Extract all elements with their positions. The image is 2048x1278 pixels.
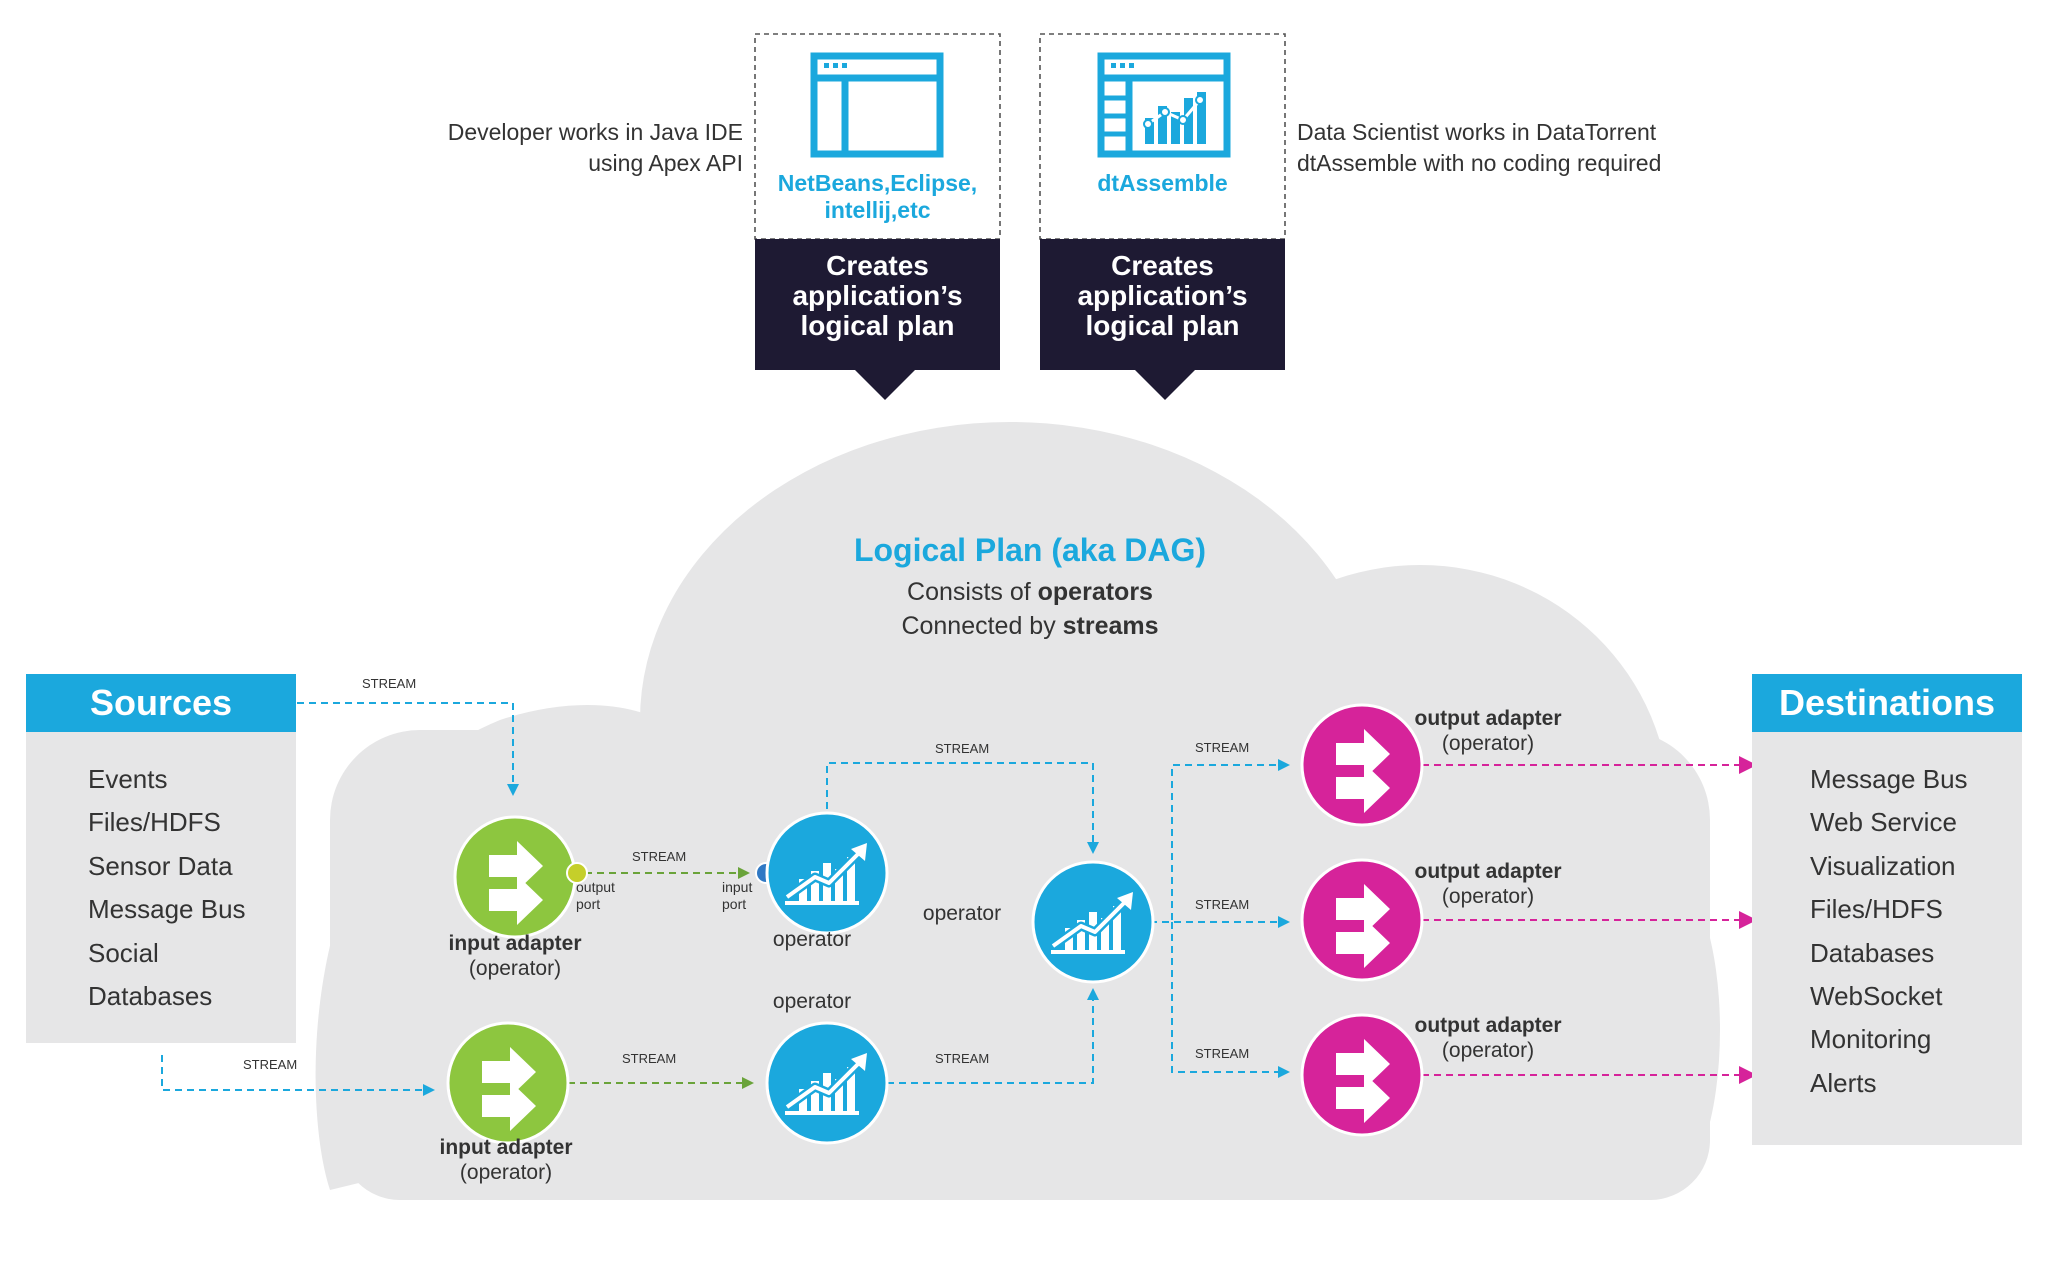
dtassemble-tool-name: dtAssemble	[1040, 170, 1285, 197]
stream-label: STREAM	[622, 1051, 677, 1066]
stream-label: STREAM	[1195, 1046, 1250, 1061]
ide-callout-pointer	[855, 370, 915, 400]
destinations-list-item: Alerts	[1810, 1067, 1877, 1098]
output-adapter-label-3: output adapter (operator)	[1414, 1014, 1562, 1062]
destinations-list-item: Monitoring	[1810, 1024, 1932, 1055]
operator-node-3[interactable]	[1031, 860, 1155, 984]
dtassemble-window-icon	[1097, 52, 1231, 158]
output-port-dot	[566, 862, 588, 884]
output-adapter-label-1: output adapter (operator)	[1414, 707, 1562, 755]
operator-label-2: operator	[772, 990, 852, 1013]
sources-list-item: Databases	[88, 981, 213, 1012]
output-adapter-label-2: output adapter (operator)	[1414, 860, 1562, 908]
stream-label: STREAM	[362, 676, 417, 691]
destinations-list-item: WebSocket	[1810, 981, 1943, 1012]
ide-creates-plan-box: Creates application’s logical plan	[755, 239, 1000, 370]
destinations-list-item: Message Bus	[1810, 764, 1968, 794]
developer-caption-line1: Developer works in Java IDE	[447, 119, 743, 145]
cloud-subtitle-line2: Connected by streams	[901, 612, 1159, 640]
creates-line1: Creates	[1111, 250, 1214, 281]
creates-line2: application’s	[792, 280, 963, 311]
dtassemble-creates-plan-box: Creates application’s logical plan	[1040, 239, 1285, 370]
ide-tool-box	[754, 33, 1001, 240]
sources-list-item: Social	[88, 937, 159, 968]
cloud-subtitle-line1: Consists of operators	[907, 578, 1153, 606]
sources-list-item: Message Bus	[88, 894, 246, 925]
output-port-label: output port	[576, 879, 615, 912]
destinations-list-item: Databases	[1810, 937, 1935, 968]
operator-node-2[interactable]	[765, 1021, 889, 1145]
stream-label: STREAM	[632, 849, 687, 864]
stream-operator3-to-output-1	[1150, 759, 1290, 923]
input-adapter-node-2[interactable]	[446, 1021, 570, 1145]
ide-tool-name-line2: intellij,etc	[824, 197, 931, 223]
scientist-caption-line2: dtAssemble with no coding required	[1297, 150, 1662, 176]
stream-label: STREAM	[935, 1051, 990, 1066]
creates-line3: logical plan	[1085, 310, 1240, 341]
sources-list-item: Sensor Data	[88, 850, 233, 881]
input-port-label: input port	[722, 879, 753, 912]
scientist-caption-line1: Data Scientist works in DataTorrent	[1297, 119, 1657, 145]
ide-window-icon	[810, 52, 944, 158]
destinations-header: Destinations	[1752, 674, 2022, 732]
stream-operator2-to-operator3	[887, 988, 1099, 1084]
input-adapter-node-1[interactable]	[453, 815, 577, 939]
stream-label: STREAM	[243, 1057, 298, 1072]
stream-label: STREAM	[1195, 897, 1250, 912]
input-adapter-label-1: input adapter (operator)	[448, 932, 582, 980]
ide-tool-name: NetBeans,Eclipse, intellij,etc	[755, 170, 1000, 224]
destinations-list-item: Files/HDFS	[1810, 894, 1943, 925]
destinations-list-item: Web Service	[1810, 807, 1957, 838]
creates-line2: application’s	[1077, 280, 1248, 311]
sources-list-item: Events	[88, 764, 168, 794]
stream-label: STREAM	[1195, 740, 1250, 755]
creates-line3: logical plan	[800, 310, 955, 341]
operator-label-3: operator	[922, 902, 1002, 925]
scientist-caption: Data Scientist works in DataTorrent dtAs…	[1297, 117, 1661, 179]
output-adapter-node-3[interactable]	[1300, 1013, 1424, 1137]
developer-caption-line2: using Apex API	[588, 150, 743, 176]
stream-label: STREAM	[935, 741, 990, 756]
dtassemble-callout-pointer	[1135, 370, 1195, 400]
operator-node-1[interactable]	[765, 811, 889, 935]
developer-caption: Developer works in Java IDE using Apex A…	[448, 117, 743, 179]
operator-label-1: operator	[772, 928, 852, 951]
ide-tool-name-line1: NetBeans,Eclipse,	[777, 170, 978, 196]
input-adapter-label-2: input adapter (operator)	[439, 1136, 573, 1184]
cloud-title: Logical Plan (aka DAG)	[853, 532, 1207, 568]
output-adapter-node-1[interactable]	[1300, 703, 1424, 827]
destinations-list-item: Visualization	[1810, 850, 1956, 881]
sources-list-item: Files/HDFS	[88, 807, 221, 838]
dtassemble-tool-name-line: dtAssemble	[1097, 170, 1228, 196]
creates-line1: Creates	[826, 250, 929, 281]
stream-sources-to-input-1	[297, 702, 519, 796]
stream-operator3-to-output-3	[1171, 922, 1290, 1078]
output-adapter-node-2[interactable]	[1300, 858, 1424, 982]
sources-header: Sources	[26, 674, 296, 732]
cloud-subtitle: Consists of operators Connected by strea…	[760, 575, 1300, 643]
